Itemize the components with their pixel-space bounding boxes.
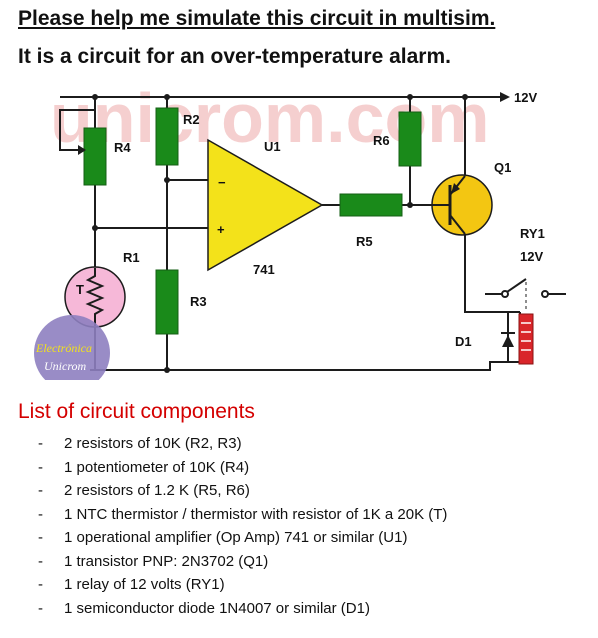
components-list: -2 resistors of 10K (R2, R3) -1 potentio… [38,432,447,620]
list-item: -1 potentiometer of 10K (R4) [38,458,250,476]
junction-dots [92,94,468,373]
r5-label: R5 [356,234,373,249]
relay-contact-icon [485,278,566,312]
relay-coil-icon [518,313,534,365]
electronica-unicrom-badge: Electrónica Unicrom [34,315,110,380]
r3-resistor [155,269,179,335]
u1-label: U1 [264,139,281,154]
r4-label: R4 [114,140,131,155]
r1-label: R1 [123,250,140,265]
list-item: -1 operational amplifier (Op Amp) 741 or… [38,529,408,546]
r1-thermistor-icon [64,266,126,328]
svg-text:Unicrom: Unicrom [44,359,87,373]
list-item: -1 semiconductor diode 1N4007 or similar… [38,599,370,617]
components-title: List of circuit components [18,400,255,423]
question-subtitle: It is a circuit for an over-temperature … [18,45,451,68]
inverting-input-sign: − [218,175,226,190]
non-inverting-input-sign: + [217,222,225,237]
q1-label: Q1 [494,160,511,175]
wiper-arrow-icon [78,145,86,155]
r5-resistor [339,193,403,217]
ry1-voltage-label: 12V [520,249,543,264]
r2-resistor [155,107,179,166]
list-item: -1 relay of 12 volts (RY1) [38,576,225,593]
question-title: Please help me simulate this circuit in … [18,7,496,30]
q1-transistor-icon [431,174,493,236]
op-amp-u1 [207,138,324,272]
r2-label: R2 [183,112,200,127]
r3-label: R3 [190,294,207,309]
list-item: -1 NTC thermistor / thermistor with resi… [38,505,448,523]
list-item: -2 resistors of 1.2 K (R5, R6) [38,482,250,499]
r6-resistor [398,111,422,167]
d1-label: D1 [455,334,472,349]
d1-diode-icon [501,332,515,347]
relay-coil-windings [521,322,531,351]
list-item: -2 resistors of 10K (R2, R3) [38,435,242,452]
r6-label: R6 [373,133,390,148]
supply-arrow-icon [500,92,510,102]
thermistor-symbol-label: T [76,282,84,297]
list-item: -1 transistor PNP: 2N3702 (Q1) [38,552,269,570]
ry1-label: RY1 [520,226,545,241]
supply-label: 12V [514,90,537,105]
op-amp-model-label: 741 [253,262,275,277]
svg-text:Electrónica: Electrónica [35,341,92,355]
r4-potentiometer [83,127,107,186]
circuit-schematic: unicrom.com [34,80,566,380]
